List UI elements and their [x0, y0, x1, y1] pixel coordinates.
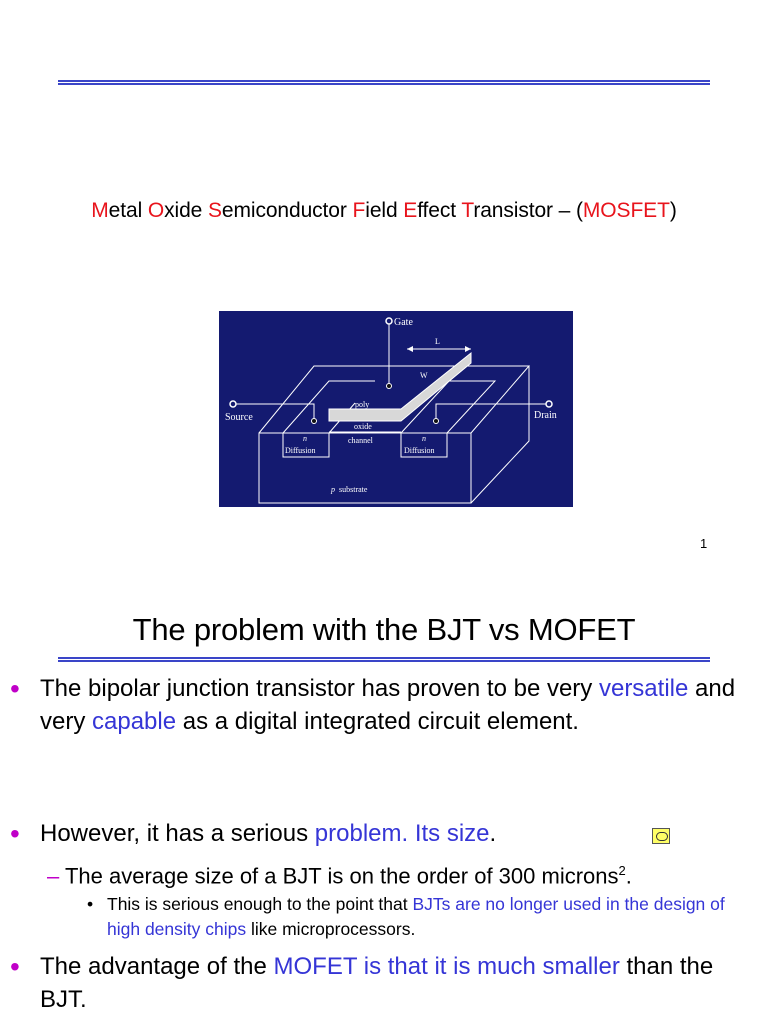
title-part: ffect — [417, 199, 462, 222]
page-number: 1 — [700, 536, 708, 551]
source-wire — [233, 403, 315, 421]
sub-bullet-average-size: – The average size of a BJT is on the or… — [47, 856, 747, 891]
substrate-label: substrate — [339, 485, 368, 494]
text: The bipolar junction transistor has prov… — [40, 675, 599, 702]
title-letter-e: E — [403, 199, 418, 222]
diffusion-label-left: Diffusion — [285, 446, 316, 455]
title-divider — [58, 657, 710, 663]
drain-label: Drain — [534, 410, 557, 421]
text: like microprocessors. — [246, 919, 416, 939]
n-diffusion-right — [400, 433, 448, 458]
title-part: emiconductor — [221, 199, 353, 222]
n-label-left: n — [303, 434, 307, 443]
n-diffusion-left — [282, 433, 330, 458]
p-label: p — [330, 485, 335, 494]
text: than the BJT. — [40, 953, 714, 1013]
poly-gate — [328, 351, 472, 422]
bullet-dot-icon: • — [10, 673, 20, 704]
substrate-top — [258, 365, 531, 434]
drain-wire — [435, 403, 549, 421]
small-bullet-icon: • — [87, 894, 94, 914]
mosfet-title: Metal Oxide Semiconductor Field Effect T… — [0, 199, 768, 223]
title-part: etal — [108, 199, 148, 222]
width-label: W — [420, 371, 428, 380]
title-letter-m: M — [91, 199, 109, 222]
bullet-bjt: • The bipolar junction transistor has pr… — [10, 672, 750, 738]
dash-bullet-icon: – — [47, 863, 65, 889]
sub-sub-bullet: • This is serious enough to the point th… — [87, 892, 747, 942]
bullet-advantage: • The advantage of the MOFET is that it … — [10, 950, 750, 1016]
bullet-size: • However, it has a serious problem. Its… — [10, 817, 750, 850]
highlight-capable: capable — [92, 708, 177, 735]
highlight-versatile: versatile — [598, 675, 689, 702]
title-part: ield — [365, 199, 404, 222]
comment-icon[interactable] — [652, 828, 670, 844]
gate-terminal — [385, 317, 393, 325]
bullet-dot-icon: • — [10, 951, 20, 982]
substrate-front — [258, 432, 472, 504]
text: The advantage of the — [40, 953, 274, 980]
title-letter-f: F — [352, 199, 366, 222]
title-part: ransistor – ( — [473, 199, 583, 222]
superscript: 2 — [618, 863, 626, 878]
title-letter-s: S — [207, 199, 222, 222]
title-acronym: MOSFET — [582, 199, 670, 222]
length-label: L — [435, 337, 440, 346]
text: This is serious enough to the point that — [107, 894, 413, 914]
source-label: Source — [225, 412, 253, 423]
n-label-right: n — [422, 434, 426, 443]
mosfet-diagram: Gate Source Drain L W poly oxide channel… — [219, 311, 573, 507]
title-letter-t: T — [461, 199, 474, 222]
highlight-bjts: BJTs are no longer used in the design of… — [107, 894, 725, 939]
title-part: xide — [164, 199, 208, 222]
text: However, it has a serious — [40, 820, 315, 847]
title-part: ) — [669, 199, 677, 222]
substrate-side — [470, 366, 530, 504]
text: and very — [40, 675, 736, 735]
oxide-label: oxide — [354, 422, 372, 431]
highlight-problem: problem. Its size — [314, 820, 490, 847]
source-terminal — [229, 400, 237, 408]
bullet-dot-icon: • — [10, 818, 20, 849]
highlight-mofet: MOFET is that it is much smaller — [273, 953, 620, 980]
text: . — [625, 863, 632, 889]
diffusion-label-right: Diffusion — [404, 446, 435, 455]
text: as a digital integrated circuit element. — [176, 708, 579, 735]
poly-label: poly — [355, 400, 369, 409]
channel-label: channel — [348, 436, 374, 445]
text: The average size of a BJT is on the orde… — [64, 863, 619, 889]
drain-terminal — [545, 400, 553, 408]
top-divider — [58, 80, 710, 86]
text: . — [489, 820, 497, 847]
slide-title: The problem with the BJT vs MOFET — [132, 612, 636, 647]
title-letter-o: O — [147, 199, 165, 222]
gate-label: Gate — [394, 317, 413, 328]
